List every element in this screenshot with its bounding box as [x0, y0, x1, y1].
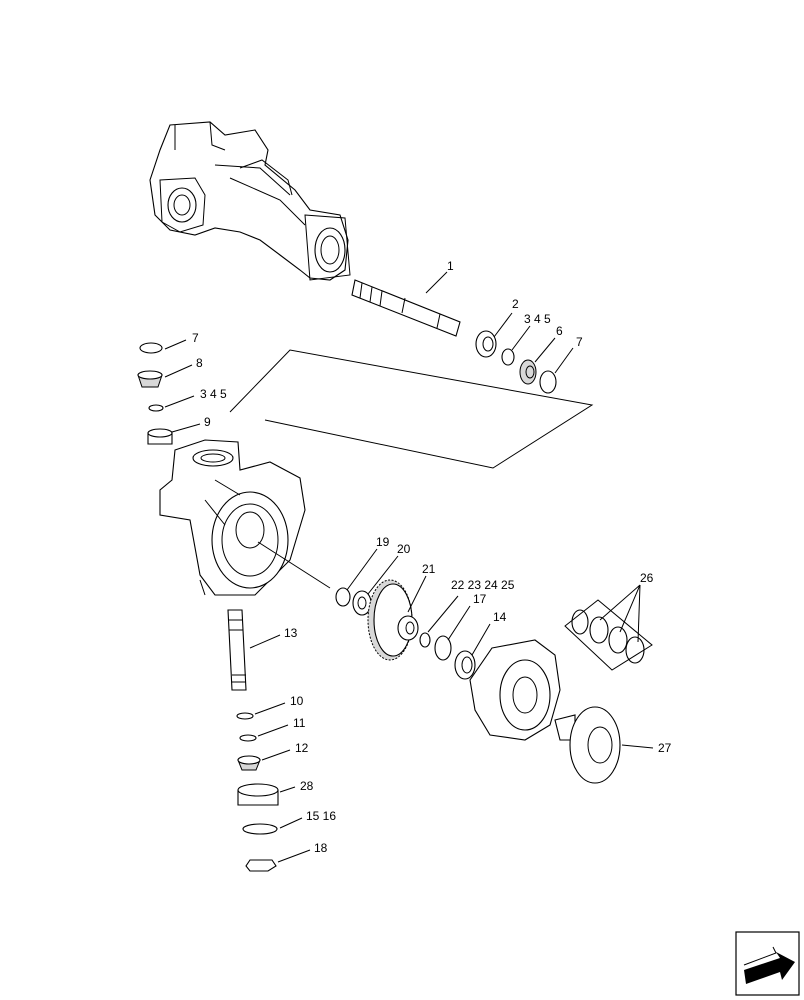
leader-lines: [164, 271, 654, 863]
callout-13: 13: [284, 626, 298, 640]
final-drive-gear-21: [367, 579, 419, 661]
shim-22-25: [419, 632, 431, 648]
circlip-7-left: [139, 342, 163, 354]
callout-26: 26: [640, 571, 654, 585]
callout-10: 10: [290, 694, 304, 708]
callout-21: 21: [422, 562, 436, 576]
callout-12: 12: [295, 741, 309, 755]
bevel-gear-6: [519, 359, 537, 385]
shim-3-4-5: [501, 348, 515, 366]
nut-18: [245, 859, 277, 872]
bearing-12: [237, 755, 261, 771]
callout-19: 19: [376, 535, 390, 549]
bearing-20: [352, 590, 372, 616]
bearing-28: [237, 783, 279, 806]
bearing-8: [137, 370, 163, 388]
seal-26a: [571, 609, 589, 635]
callout-11: 11: [293, 716, 306, 730]
callout-28: 28: [300, 779, 314, 793]
callout-20: 20: [397, 542, 411, 556]
circlip-17: [434, 635, 452, 661]
callout-3-4-5-left: 3 4 5: [200, 387, 227, 401]
callout-27: 27: [658, 741, 672, 755]
callout-2: 2: [512, 297, 519, 311]
final-drive-cover: [469, 639, 561, 741]
callout-17: 17: [473, 592, 487, 606]
bearing-14: [454, 650, 476, 680]
seal-26c: [608, 626, 628, 654]
callout-9: 9: [204, 415, 211, 429]
shim-15-16: [242, 823, 278, 835]
hub-flange-27: [554, 706, 621, 784]
shim-3-4-5-left: [148, 404, 164, 412]
final-drive-housing: [159, 439, 331, 596]
callout-3-4-5: 3 4 5: [524, 312, 551, 326]
callout-22-25: 22 23 24 25: [451, 578, 515, 592]
callout-labels: 1 2 3 4 5 6 7 7 8 3 4 5 9 19 20 21 22 23…: [192, 259, 672, 855]
callout-7-left: 7: [192, 331, 199, 345]
callout-14: 14: [493, 610, 507, 624]
callout-7: 7: [576, 335, 583, 349]
nut-19: [335, 587, 351, 607]
next-page-arrow-icon[interactable]: [735, 931, 800, 996]
callout-1: 1: [447, 259, 454, 273]
circlip-7: [539, 370, 557, 394]
washer-11: [239, 734, 257, 742]
seal-26b: [589, 616, 609, 644]
callout-15-16: 15 16: [306, 809, 336, 823]
callout-8: 8: [196, 356, 203, 370]
bearing-9: [147, 428, 173, 445]
callout-6: 6: [556, 324, 563, 338]
washer-10: [236, 712, 254, 720]
assembly-bracket: [229, 349, 594, 469]
axle-shaft: [351, 279, 461, 337]
axle-housing: [149, 121, 351, 281]
bearing-2: [475, 330, 497, 358]
callout-18: 18: [314, 841, 328, 855]
pinion-shaft-13: [227, 609, 247, 691]
seal-bracket: [564, 599, 653, 671]
